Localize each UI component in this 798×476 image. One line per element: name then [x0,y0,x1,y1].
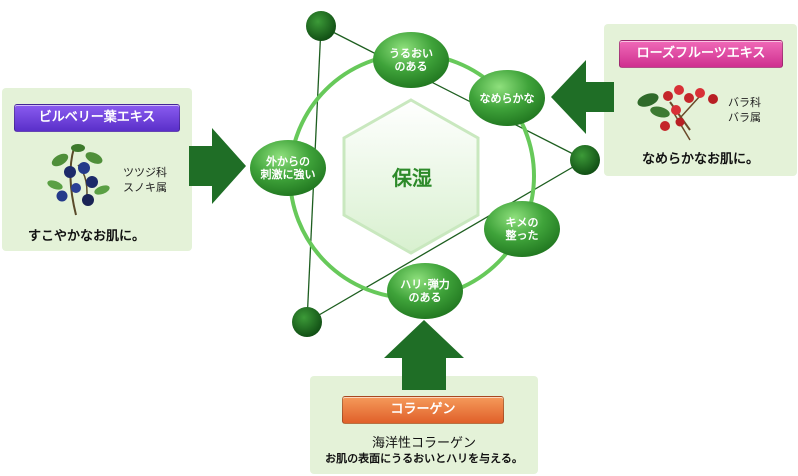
corner-dot-top [306,11,336,41]
left-genus-label: スノキ属 [123,181,167,194]
node-label-left: 外からの 刺激に強い [260,155,316,181]
right-caption: なめらかなお肌に。 [642,152,760,167]
node-label-top-right: なめらかな [479,91,535,105]
node-label-right: キメの 整った [505,216,539,242]
node-left [250,140,326,196]
bilberry-icon [47,144,110,216]
node-label-top: うるおい のある [389,47,433,73]
left-family-label: ツツジ科 [123,166,167,179]
bottom-title: 海洋性コラーゲン [371,436,476,451]
arrow-left [189,128,246,204]
right-genus-label: バラ属 [728,111,761,124]
node-bottom [387,263,463,319]
node-top-right [469,70,545,126]
left-ingredient-tag: ビルベリー葉エキス [14,104,180,132]
center-label: 保湿 [392,166,432,190]
bottom-caption: お肌の表面にうるおいとハリを与える。 [325,452,523,465]
node-right [484,201,560,257]
bottom-ingredient-tag: コラーゲン [342,396,504,424]
corner-dot-right [570,145,600,175]
corner-dot-bottom [292,307,322,337]
center-hexagon [342,98,480,255]
right-ingredient-tag: ローズフルーツエキス [619,40,783,68]
right-family-label: バラ科 [728,96,761,109]
arrow-bottom [384,320,464,390]
left-caption: すこやかなお肌に。 [28,229,146,244]
arrow-right [551,60,614,134]
node-top [373,32,449,88]
rose-hip-icon [637,85,718,141]
node-label-bottom: ハリ･弾力 のある [400,278,450,304]
bottom-ingredient-panel [310,376,538,474]
